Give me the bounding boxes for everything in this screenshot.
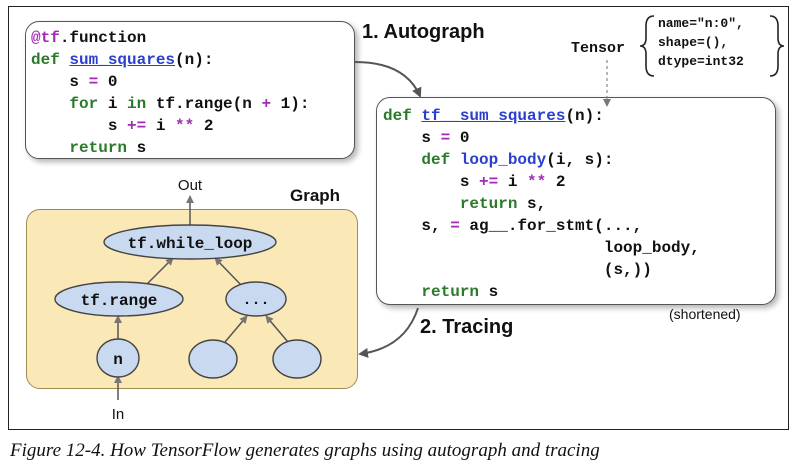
generated-code-line: s = 0 [383,127,775,149]
figure-caption: Figure 12-4. How TensorFlow generates gr… [10,440,600,461]
edge-range-to-while [144,257,174,287]
source-code-token: (n): [175,51,214,69]
tensor-right-brace [769,15,785,77]
generated-code-token: i [498,173,528,191]
node-n-label: n [113,351,123,369]
source-code-token: def [31,51,70,69]
generated-code-line: def loop_body(i, s): [383,149,775,171]
node-ellipsis-label: ... [242,292,269,309]
tensor-shape: shape=(), [658,35,729,50]
source-code-token: = [88,73,99,91]
source-code-token: for [69,95,99,113]
source-code-token: sum_squares [69,51,176,69]
source-code-token: + [261,95,272,113]
node-while-loop [103,224,277,260]
tensor-dtype: dtype=int32 [658,54,744,69]
generated-code-token: s, [383,217,451,235]
node-tf-range [54,281,184,317]
source-code-token: s [31,117,128,135]
tracing-label: 2. Tracing [420,316,514,338]
source-code-token: .function [59,29,147,47]
generated-code-token: 0 [450,129,470,147]
edge-leafl-to-ellipsis [224,315,248,343]
source-code-token: i [146,117,176,135]
generated-code-line: s, = ag__.for_stmt(..., [383,215,775,237]
source-code-line: @tf.function [31,27,354,49]
generated-code-token: ag__.for_stmt(..., [459,217,643,235]
generated-code-token: s, [517,195,547,213]
source-code-token: 0 [98,73,118,91]
generated-code-token: return [421,283,480,301]
node-leaf-right [272,339,322,379]
source-code-token: s [31,73,89,91]
shortened-label: (shortened) [669,306,741,322]
graph-out-label: Out [178,177,203,194]
generated-code-token: loop_body [459,151,547,169]
generated-code-token: tf__sum_squares [421,107,566,125]
source-code-line: def sum_squares(n): [31,49,354,71]
edge-leafr-to-ellipsis [265,315,289,343]
autograph-arrow [354,61,422,98]
generated-code-line: loop_body, [383,237,775,259]
generated-code-token: = [440,129,451,147]
source-code-token: 2 [194,117,214,135]
source-code-token: ** [175,117,195,135]
generated-code-line: def tf__sum_squares(n): [383,105,775,127]
generated-code-token: (i, s): [546,151,614,169]
node-tf-range-label: tf.range [81,292,158,310]
source-code-token: s [127,139,147,157]
generated-code-token: def [383,107,422,125]
source-code-token: i [98,95,128,113]
autograph-label: 1. Autograph [362,21,485,43]
generated-code-token: s [383,173,480,191]
tracing-arrow [358,307,419,358]
tensor-left-brace [639,15,655,77]
graph-in-label: In [112,406,125,423]
source-code-token: tf.range(n [146,95,262,113]
tensor-label: Tensor [571,40,626,57]
node-ellipsis [225,281,287,317]
source-code-token: += [127,117,147,135]
source-code-token: return [69,139,128,157]
generated-code-token: return [459,195,518,213]
generated-code-box: def tf__sum_squares(n): s = 0 def loop_b… [376,97,776,305]
source-code-token: in [127,95,147,113]
source-code-line: s += i ** 2 [31,115,354,137]
generated-code-token: = [450,217,460,235]
generated-code-token: 2 [546,173,566,191]
generated-code-token: loop_body, [383,239,700,257]
generated-code-token: ** [527,173,547,191]
generated-code-line: (s,)) [383,259,775,281]
node-n [96,338,140,378]
source-code-token: @tf [31,29,60,47]
graph-label: Graph [290,186,341,205]
tensor-name: name="n:0", [658,16,744,31]
node-while-loop-label: tf.while_loop [128,235,253,253]
generated-code-line: return s, [383,193,775,215]
node-leaf-left [188,339,238,379]
generated-code-token: (n): [565,107,604,125]
source-code-line: for i in tf.range(n + 1): [31,93,354,115]
generated-code-token: def [421,151,460,169]
generated-code-line: s += i ** 2 [383,171,775,193]
generated-code-token: (s,)) [383,261,652,279]
generated-code-token: s [479,283,499,301]
generated-code-line: return s [383,281,775,303]
source-code-token: 1): [271,95,310,113]
tensor-info-box: name="n:0", shape=(), dtype=int32 [648,14,776,78]
generated-code-token: += [479,173,499,191]
edge-ellipsis-to-while [214,257,243,287]
source-code-line: s = 0 [31,71,354,93]
source-code-line: return s [31,137,354,159]
generated-code-token: s [383,129,441,147]
